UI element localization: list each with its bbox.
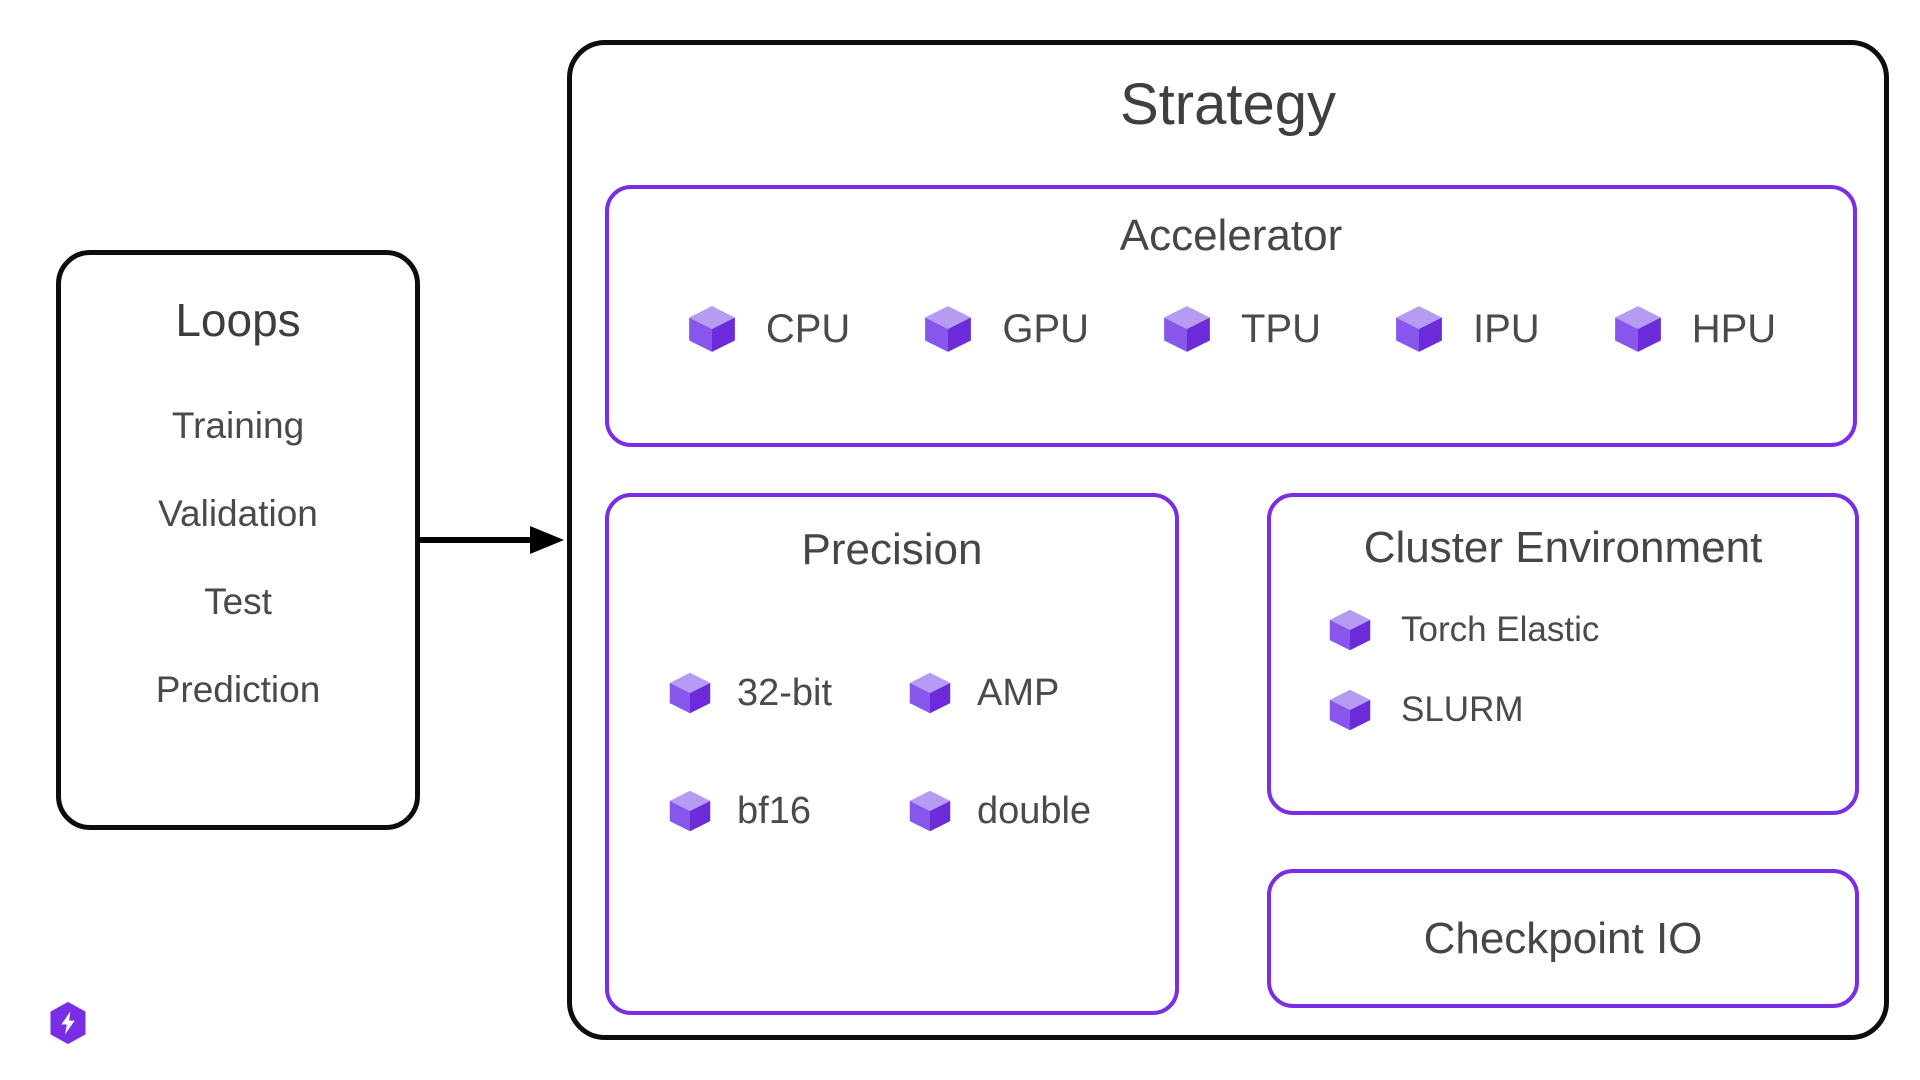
strategy-title: Strategy — [1120, 72, 1336, 137]
checkpoint-io-title: Checkpoint IO — [1423, 913, 1703, 963]
accelerator-box: Accelerator CPU GPU TPU IPU HPU — [605, 185, 1857, 447]
precision-item-bf16: bf16 — [667, 788, 877, 834]
accelerator-item-tpu: TPU — [1161, 303, 1321, 355]
cluster-item-slurm: SLURM — [1327, 687, 1855, 733]
cube-icon — [667, 788, 713, 834]
cluster-environment-item-list: Torch Elastic SLURM — [1271, 607, 1855, 733]
accelerator-item-ipu: IPU — [1393, 303, 1540, 355]
cube-icon — [1327, 687, 1373, 733]
precision-item-label: bf16 — [737, 789, 811, 832]
accelerator-item-label: IPU — [1473, 306, 1540, 351]
cube-icon — [1161, 303, 1213, 355]
cube-icon — [686, 303, 738, 355]
precision-title: Precision — [801, 525, 983, 574]
cube-icon — [922, 303, 974, 355]
precision-item-double: double — [907, 788, 1117, 834]
cluster-item-label: Torch Elastic — [1401, 610, 1600, 649]
cube-icon — [907, 670, 953, 716]
loops-title: Loops — [175, 294, 301, 346]
loop-item-training: Training — [171, 405, 305, 446]
lightning-bolt-logo — [50, 1002, 86, 1044]
precision-box: Precision 32-bit AMP bf16 double — [605, 493, 1179, 1015]
strategy-box: Strategy Accelerator CPU GPU TPU IPU — [567, 40, 1889, 1040]
precision-item-label: 32-bit — [737, 671, 833, 714]
cube-icon — [667, 670, 713, 716]
cube-icon — [1393, 303, 1445, 355]
accelerator-item-label: TPU — [1241, 306, 1321, 351]
cluster-environment-box: Cluster Environment Torch Elastic SLURM — [1267, 493, 1859, 815]
loops-box: Loops Training Validation Test Predictio… — [56, 250, 420, 830]
accelerator-item-cpu: CPU — [686, 303, 850, 355]
loop-item-test: Test — [204, 581, 272, 622]
cluster-item-label: SLURM — [1401, 690, 1524, 729]
accelerator-item-label: CPU — [765, 306, 851, 351]
precision-item-amp: AMP — [907, 670, 1117, 716]
precision-item-label: AMP — [977, 671, 1060, 714]
accelerator-title: Accelerator — [1119, 211, 1343, 260]
cluster-environment-title: Cluster Environment — [1363, 523, 1763, 572]
cluster-item-torch-elastic: Torch Elastic — [1327, 607, 1855, 653]
precision-item-list: 32-bit AMP bf16 double — [609, 670, 1175, 834]
loop-item-prediction: Prediction — [155, 669, 321, 710]
cube-icon — [1612, 303, 1664, 355]
accelerator-item-hpu: HPU — [1612, 303, 1776, 355]
accelerator-item-label: GPU — [1002, 306, 1089, 351]
loops-item-list: Training Validation Test Prediction — [61, 405, 415, 711]
arrow-loops-to-strategy-icon — [418, 526, 564, 554]
accelerator-item-gpu: GPU — [922, 303, 1089, 355]
precision-item-label: double — [977, 789, 1092, 832]
accelerator-item-list: CPU GPU TPU IPU HPU — [609, 303, 1853, 355]
checkpoint-io-box: Checkpoint IO — [1267, 869, 1859, 1008]
cube-icon — [1327, 607, 1373, 653]
cube-icon — [907, 788, 953, 834]
precision-item-32bit: 32-bit — [667, 670, 877, 716]
accelerator-item-label: HPU — [1691, 306, 1777, 351]
loop-item-validation: Validation — [158, 493, 318, 534]
